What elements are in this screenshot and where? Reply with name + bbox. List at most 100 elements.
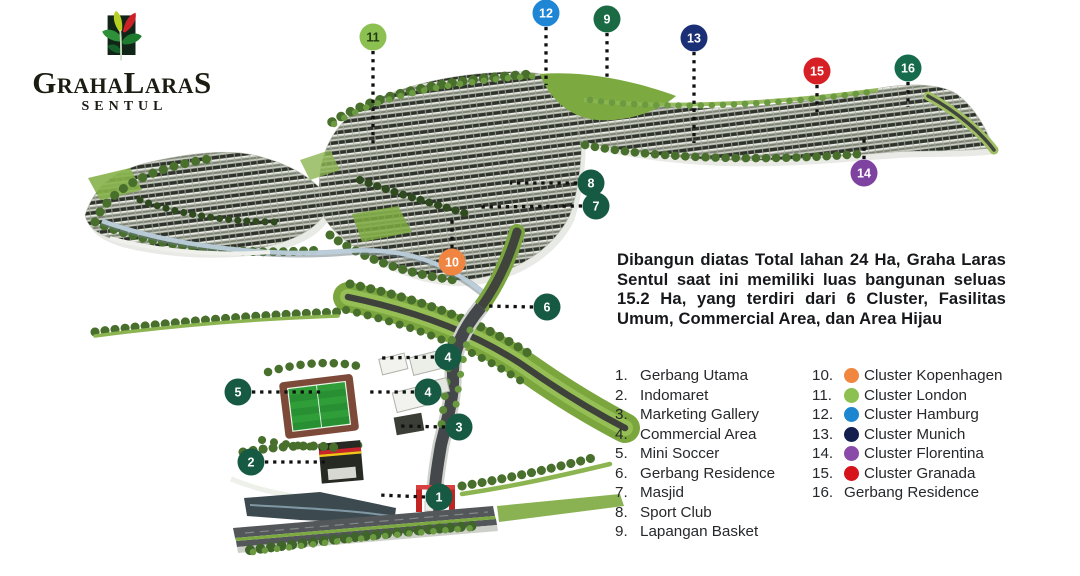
- map-marker-4: 4: [370, 378, 442, 406]
- map-marker-10: 10: [438, 218, 466, 276]
- marker-leader-line: [381, 355, 435, 360]
- legend-item-number: 11.: [812, 386, 832, 404]
- map-river: [244, 492, 396, 524]
- legend-item-13: 13. Cluster Munich: [812, 425, 1002, 445]
- legend-item-label: Gerbang Residence: [640, 464, 776, 482]
- legend-item-5: 5.Mini Soccer: [615, 444, 775, 464]
- marker-circle: [577, 169, 605, 197]
- map-lower-area: [90, 224, 640, 556]
- legend-item-9: 9.Lapangan Basket: [615, 522, 775, 542]
- map-marker-8: 8: [510, 169, 605, 197]
- legend-item-label: Cluster Kopenhagen: [864, 367, 1003, 385]
- legend-color-dot: [844, 368, 859, 384]
- marker-number: 1: [436, 490, 443, 504]
- marker-circle: [593, 5, 621, 33]
- map-indomaret-building: [318, 440, 364, 484]
- marker-number: 4: [445, 350, 452, 364]
- marker-leader-line: [485, 304, 534, 309]
- legend-item-6: 6. Gerbang Residence: [615, 464, 775, 484]
- legend-item-label: Cluster Granada: [864, 464, 976, 482]
- legend-item-number: 1.: [615, 367, 628, 385]
- legend-item-number: 9.: [615, 523, 628, 541]
- marker-number: 10: [445, 255, 459, 269]
- legend-color-dot: [844, 465, 859, 481]
- brand-logo: GrahaLaraS SENTUL: [14, 10, 230, 115]
- marker-circle: [850, 159, 878, 187]
- legend-item-12: 12.Cluster Hamburg: [812, 405, 1002, 425]
- marker-circle: [680, 24, 708, 52]
- legend-item-number: 13.: [812, 425, 834, 443]
- map-marker-9: 9: [593, 5, 621, 78]
- legend-item-number: 15.: [812, 464, 834, 482]
- legend-item-1: 1. Gerbang Utama: [615, 366, 775, 386]
- legend-item-10: 10.Cluster Kopenhagen: [812, 366, 1002, 386]
- map-marker-14: 14: [850, 137, 878, 187]
- legend-color-dot: [844, 407, 859, 423]
- marker-circle: [533, 293, 561, 321]
- legend-item-label: Gerbang Residence: [844, 484, 980, 502]
- map-marker-2: 2: [237, 448, 325, 476]
- brand-name: GrahaLaraS: [32, 65, 212, 100]
- brand-subtitle: SENTUL: [81, 99, 168, 114]
- legend-item-label: Cluster Florentina: [864, 445, 984, 463]
- legend-item-label: Gerbang Utama: [640, 367, 749, 385]
- map-mini-soccer-field: [279, 374, 359, 439]
- marker-number: 8: [588, 176, 595, 190]
- marker-circle: [532, 0, 560, 27]
- legend-item-label: Masjid: [640, 484, 684, 502]
- marker-number: 9: [604, 12, 611, 26]
- legend-item-3: 3.Marketing Gallery: [615, 405, 775, 425]
- legend-color-dot: [844, 426, 859, 442]
- legend-item-number: 16.: [812, 484, 834, 502]
- marker-number: 16: [901, 61, 915, 75]
- map-marker-15: 15: [803, 57, 831, 112]
- legend-item-number: 8.: [615, 503, 628, 521]
- marker-leader-line: [477, 204, 583, 209]
- marker-number: 4: [425, 385, 432, 399]
- map-marker-6: 6: [485, 293, 561, 321]
- brand-logo-icon: [102, 10, 142, 61]
- legend-item-14: 14.Cluster Florentina: [812, 444, 1002, 464]
- legend-item-7: 7. Masjid: [615, 483, 775, 503]
- marker-circle: [438, 248, 466, 276]
- marker-circle: [414, 378, 442, 406]
- map-marker-12: 12: [532, 0, 560, 85]
- map-marker-4: 4: [381, 343, 462, 371]
- marker-circle: [237, 448, 265, 476]
- legend-color-dot: [844, 387, 859, 403]
- marker-number: 5: [235, 385, 242, 399]
- map-upper-housing-strip: [84, 69, 999, 299]
- legend-item-15: 15. Cluster Granada: [812, 464, 1002, 484]
- legend-item-label: Sport Club: [640, 503, 712, 521]
- legend-item-number: 2.: [615, 386, 628, 404]
- map-marker-11: 11: [359, 23, 387, 148]
- marker-circle: [434, 343, 462, 371]
- marker-circle: [359, 23, 387, 51]
- legend-item-number: 7.: [615, 484, 628, 502]
- marker-number: 14: [857, 166, 871, 180]
- legend-item-16: 16. Gerbang Residence: [812, 483, 1002, 503]
- legend-item-number: 12.: [812, 406, 834, 424]
- map-marker-7: 7: [477, 192, 610, 220]
- legend-item-2: 2.Indomaret: [615, 386, 775, 406]
- map-marker-16: 16: [894, 54, 922, 107]
- marker-number: 7: [593, 199, 600, 213]
- marker-number: 6: [544, 300, 551, 314]
- map-marketing-gallery-building: [393, 412, 425, 436]
- legend-item-number: 5.: [615, 445, 628, 463]
- marker-number: 11: [366, 30, 379, 44]
- legend-item-label: Marketing Gallery: [640, 406, 760, 424]
- legend-item-number: 4.: [615, 425, 628, 443]
- project-description: Dibangun diatas Total lahan 24 Ha, Graha…: [617, 250, 1006, 328]
- legend-item-number: 6.: [615, 464, 628, 482]
- legend-item-4: 4.Commercial Area: [615, 425, 775, 445]
- map-marker-3: 3: [399, 413, 473, 441]
- legend-color-dot: [844, 446, 859, 462]
- legend-item-label: Cluster Munich: [864, 425, 966, 443]
- marker-circle: [894, 54, 922, 82]
- legend-item-label: Cluster London: [864, 386, 968, 404]
- legend-item-11: 11. Cluster London: [812, 386, 1002, 406]
